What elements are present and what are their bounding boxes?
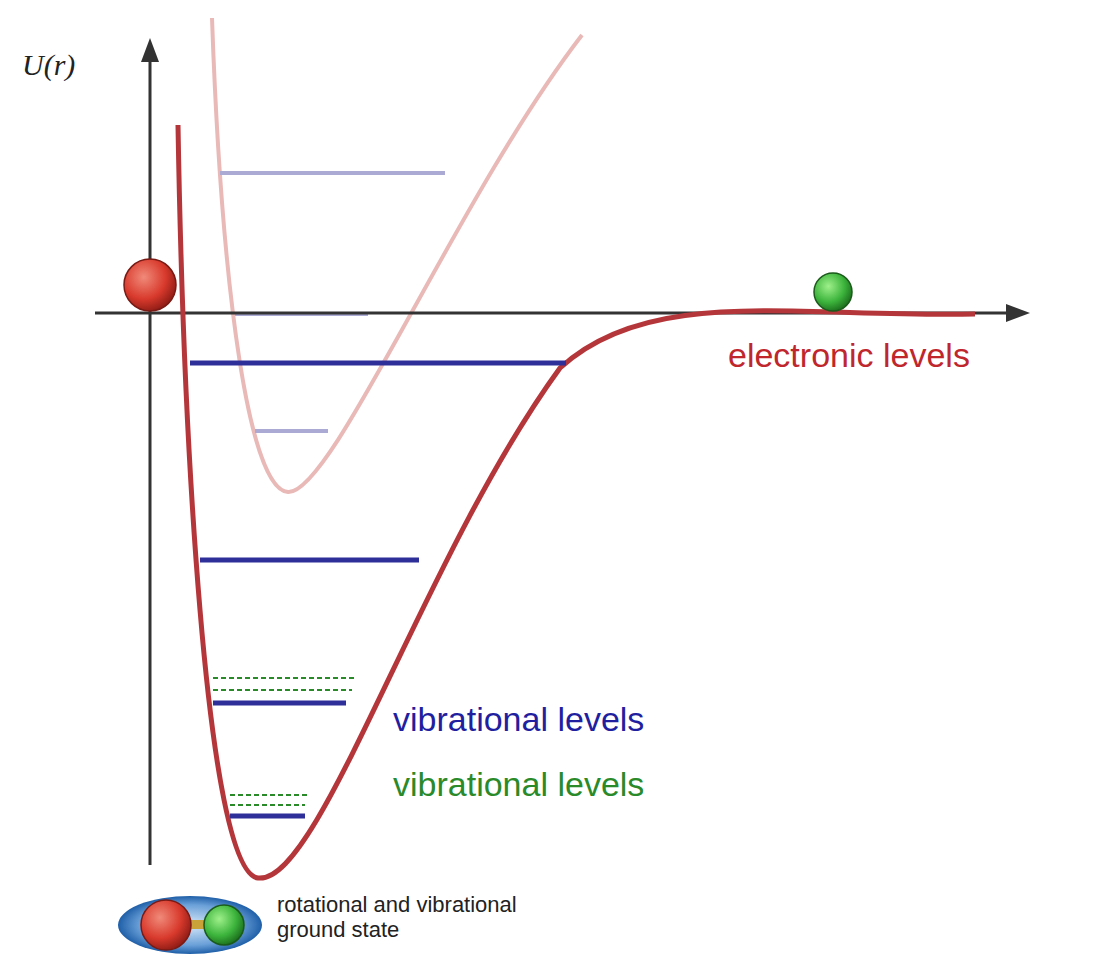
green-atom xyxy=(814,273,852,311)
excited-levels xyxy=(220,173,445,431)
rotational-label: vibrational levels xyxy=(393,765,644,804)
axis-label: U(r) xyxy=(22,48,75,83)
molecule-icon xyxy=(118,896,262,954)
red-atom xyxy=(124,259,176,311)
rotational-levels xyxy=(213,678,357,805)
vibrational-levels xyxy=(190,363,566,816)
electronic-label: electronic levels xyxy=(728,336,970,375)
ground-curve xyxy=(178,125,975,878)
vibrational-label: vibrational levels xyxy=(393,700,644,739)
ground-state-label: rotational and vibrational ground state xyxy=(277,892,567,943)
axes xyxy=(95,38,1030,865)
